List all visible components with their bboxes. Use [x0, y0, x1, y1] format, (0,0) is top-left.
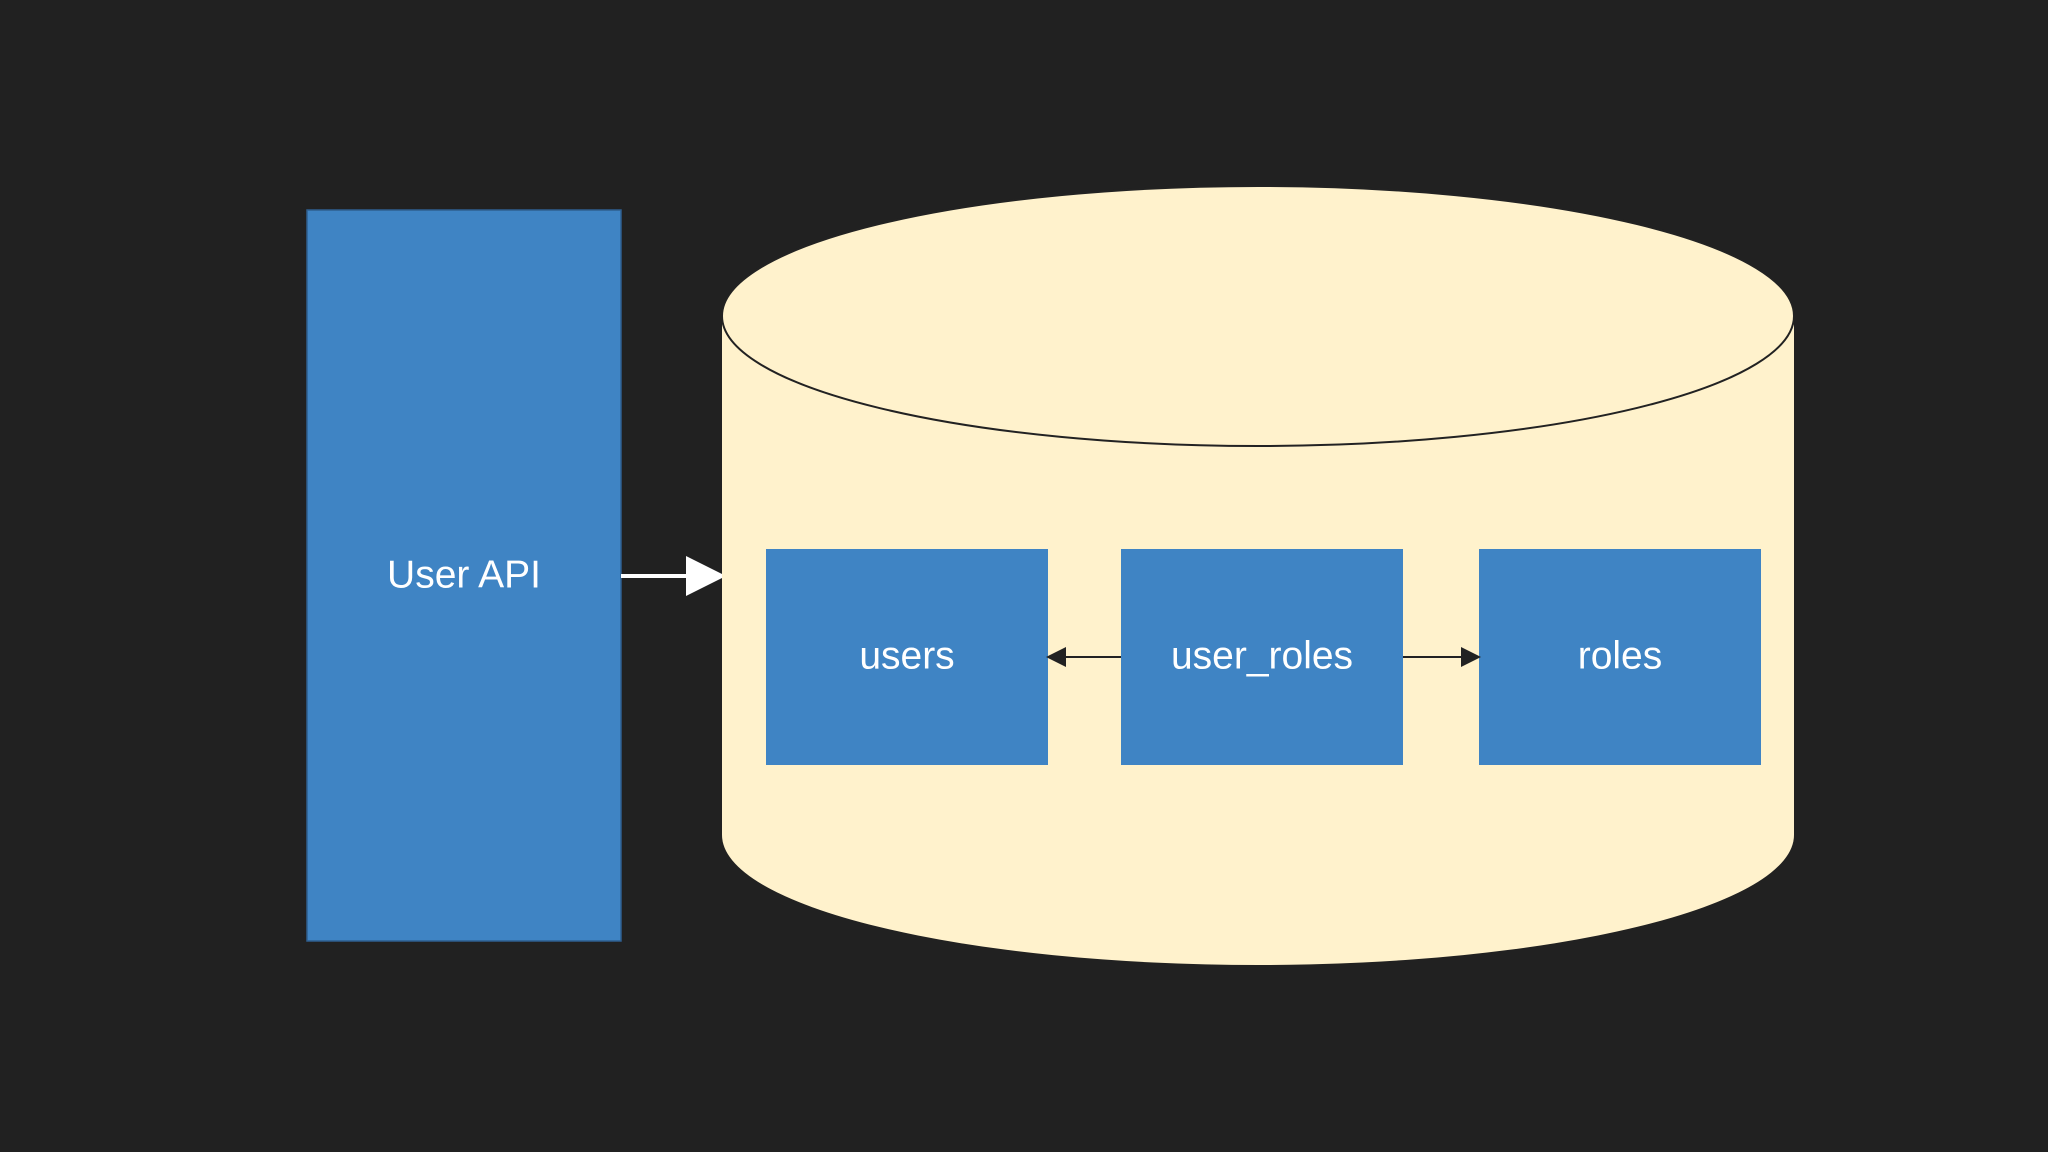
database-top [721, 185, 1795, 447]
table-roles-label: roles [1578, 634, 1663, 677]
table-user-roles-label: user_roles [1171, 634, 1353, 677]
user-api-node: User API [306, 209, 622, 942]
table-user-roles: user_roles [1121, 549, 1403, 765]
table-users-label: users [859, 634, 954, 677]
user-api-label: User API [387, 553, 541, 596]
table-users: users [766, 549, 1048, 765]
table-roles: roles [1479, 549, 1761, 765]
